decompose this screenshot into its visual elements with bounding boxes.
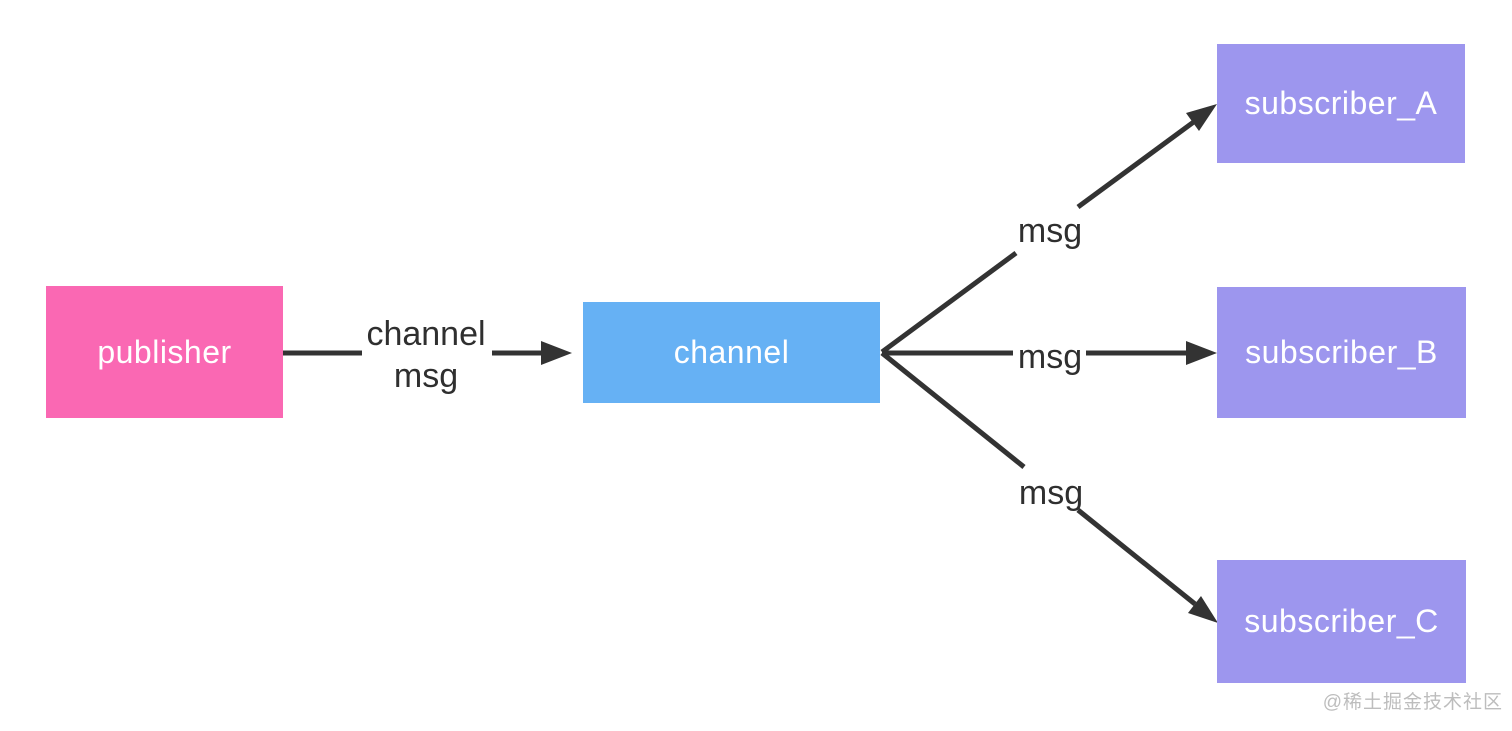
node-subscriber-b: subscriber_B	[1217, 287, 1466, 418]
node-subscriber-a: subscriber_A	[1217, 44, 1465, 163]
node-subscriber-c-label: subscriber_C	[1244, 603, 1439, 639]
node-publisher: publisher	[46, 286, 283, 418]
node-subscriber-a-label: subscriber_A	[1244, 85, 1438, 121]
edge-label-channel-msg: channel msg	[331, 313, 521, 397]
arrowhead-to-channel-icon	[541, 341, 572, 365]
watermark: @稀土掘金技术社区	[1322, 692, 1503, 713]
edge-label-msg-subscriber-c: msg	[1018, 474, 1084, 512]
node-channel: channel	[583, 302, 880, 403]
edge-channel-to-subscriber-c-segment-1	[880, 351, 1026, 469]
edge-publisher-to-channel	[282, 341, 572, 365]
edge-channel-to-subscriber-a-segment-1	[880, 250, 1018, 355]
edge-channel-to-subscriber-c-segment-2	[1076, 508, 1197, 606]
arrowhead-to-subscriber-b-icon	[1186, 341, 1217, 365]
edge-channel-to-subscriber-a	[880, 104, 1217, 355]
node-subscriber-b-label: subscriber_B	[1245, 334, 1438, 370]
arrowhead-to-subscriber-c-icon	[1188, 596, 1218, 623]
edge-channel-to-subscriber-b	[882, 341, 1217, 365]
arrowhead-to-subscriber-a-icon	[1186, 104, 1217, 131]
edge-label-msg-subscriber-b: msg	[1017, 338, 1083, 376]
edge-label-msg-subscriber-a: msg	[1017, 212, 1083, 250]
edge-channel-to-subscriber-a-segment-2	[1076, 118, 1197, 210]
node-channel-label: channel	[673, 334, 790, 370]
node-subscriber-c: subscriber_C	[1217, 560, 1466, 683]
node-publisher-label: publisher	[97, 333, 232, 370]
edge-channel-to-subscriber-c	[880, 351, 1218, 623]
edge-label-channel-msg-line1: channel	[366, 315, 486, 353]
edge-label-channel-msg-line2: msg	[393, 357, 459, 395]
